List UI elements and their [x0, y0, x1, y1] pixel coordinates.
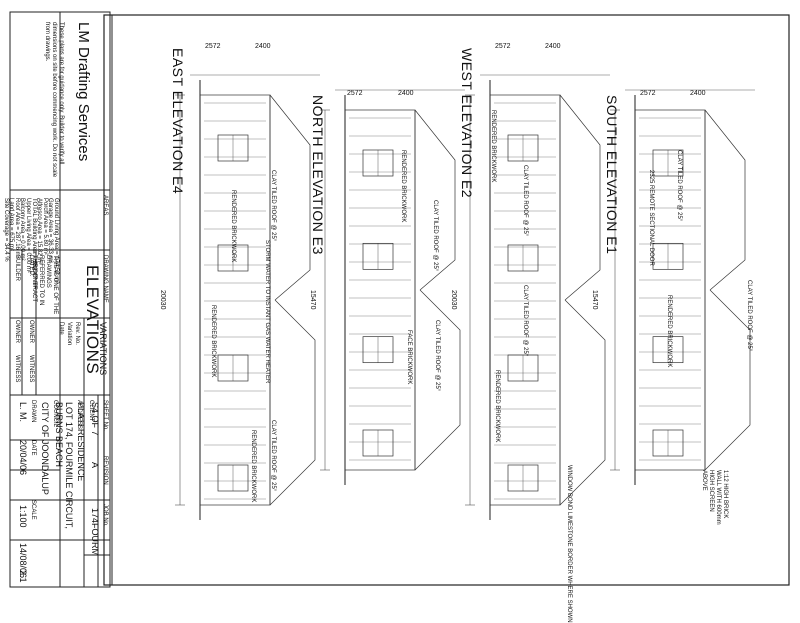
drawing-name-label: DRAWING NAME — [102, 255, 108, 303]
note-storm-water: STORM WATER TO INSTANT GAS WATER HEATER — [264, 240, 270, 384]
note-rendered-west: RENDERED BRICKWORK — [490, 110, 496, 183]
top-dim-2-north: 2400 — [398, 90, 414, 97]
note-roof-north-2: CLAY TILED ROOF @ 25° — [434, 320, 440, 392]
variations-heading: VARIATIONS — [98, 322, 108, 376]
owner-label-2: OWNER — [14, 320, 20, 343]
note-garage-door: 2325 REMOTE SECTIONAL DOOR — [648, 170, 654, 266]
top-dim-1-east: 2572 — [205, 43, 221, 50]
client-label: CLIENT — [88, 400, 94, 422]
note-roof-east: CLAY TILED ROOF @ 25° — [270, 170, 276, 242]
job-no-label: JOB No. — [102, 504, 108, 527]
note-face-north: FACE BRICKWORK — [406, 330, 412, 385]
top-dim-1-south: 2572 — [640, 90, 656, 97]
contract-note: THIS IS ONE OF THE DRAWINGS REFERRED TO … — [31, 255, 58, 315]
witness-label-2: WITNESS — [14, 355, 20, 383]
note-rendered-south: RENDERED BRICKWORK — [666, 295, 672, 368]
firm-name: LM Drafting Services — [75, 22, 92, 162]
revision-label: REVISION — [102, 456, 108, 485]
variation-col-3: Date — [58, 322, 64, 335]
top-dim-2-south: 2400 — [690, 90, 706, 97]
council-name: CITY OF JOONDALUP — [40, 402, 50, 495]
issue-number: 2.1 — [18, 570, 28, 583]
revision-value: A — [90, 462, 100, 469]
note-rendered-north: RENDERED BRICKWORK — [400, 150, 406, 223]
elevation-title-south: SOUTH ELEVATION E1 — [604, 95, 620, 255]
drawn-by-label: DRAWN — [30, 400, 36, 423]
sheet-label: SHEET No. — [102, 400, 108, 431]
variation-col-2: Variation — [66, 322, 72, 346]
dated-label: DATED: — [28, 255, 34, 277]
elevation-linework — [103, 14, 790, 586]
scale-label: SCALE — [30, 500, 36, 520]
note-roof-south: CLAY TILED ROOF @ 25° — [676, 150, 682, 222]
note-high-brick-wall: 1:12 HIGH BRICK WALL WITH 600mm HIGH SCR… — [701, 470, 728, 525]
area-line: Site Coverage = 34.4 % — [2, 198, 9, 262]
areas-heading: AREAS — [102, 195, 108, 216]
witness-label-1: WITNESS — [28, 355, 34, 383]
overall-dim-south: 15470 — [591, 290, 598, 310]
note-rendered-east: RENDERED BRICKWORK — [230, 190, 236, 263]
overall-dim-east: 20030 — [159, 290, 166, 310]
date-label: DATE — [30, 440, 36, 456]
overall-dim-north: 15470 — [309, 290, 316, 310]
note-rendered-east-2: RENDERED BRICKWORK — [210, 305, 216, 378]
overall-dim-west: 20030 — [450, 290, 457, 310]
drawn-by: L. M. — [18, 402, 28, 423]
note-window-bond: WINDOW BOND LIMESTONE BORDER WHERE SHOWN — [566, 465, 572, 623]
note-rendered-west-2: RENDERED BRICKWORK — [494, 370, 500, 443]
note-roof-south-2: CLAY TILED ROOF @ 25° — [746, 280, 752, 352]
builder-label: BUILDER — [14, 255, 20, 282]
note-rendered-east-3: RENDERED BRICKWORK — [250, 430, 256, 503]
variation-col-1: Rev. No. — [74, 322, 80, 345]
job-number: 174FOURM — [90, 508, 100, 557]
council-label: COUNCIL — [52, 400, 58, 428]
note-roof-west-2: CLAY TILED ROOF @ 25° — [522, 285, 528, 357]
drawing-scale: 1:100 — [18, 505, 28, 528]
elevation-title-east: EAST ELEVATION E4 — [170, 48, 186, 195]
title-block-grid — [9, 11, 111, 588]
address-line-1: LOT 174, FOURMILE CIRCUIT, — [64, 402, 74, 529]
elevation-title-west: WEST ELEVATION E2 — [459, 48, 475, 199]
owner-label: OWNER — [28, 320, 34, 343]
elevation-title-north: NORTH ELEVATION E3 — [310, 95, 326, 255]
address-label: ADDRESS — [76, 400, 82, 430]
drawing-date: 20/04/06 — [18, 440, 28, 476]
note-roof-north: CLAY TILED ROOF @ 25° — [432, 200, 438, 272]
firm-notes: These plans are for guidance only. Build… — [44, 22, 64, 178]
top-dim-1-north: 2572 — [347, 90, 363, 97]
note-roof-west: CLAY TILED ROOF @ 25° — [522, 165, 528, 237]
top-dim-2-east: 2400 — [255, 43, 271, 50]
top-dim-2-west: 2400 — [545, 43, 561, 50]
note-roof-east-2: CLAY TILED ROOF @ 25° — [270, 420, 276, 492]
title-block: LM Drafting Services These plans are for… — [0, 0, 112, 600]
top-dim-1-west: 2572 — [495, 43, 511, 50]
